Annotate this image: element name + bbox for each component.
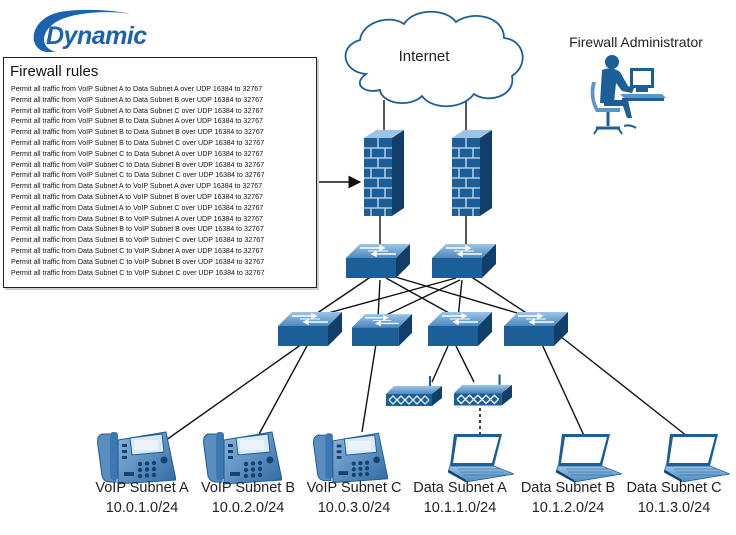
ip-phone-icon <box>203 431 282 485</box>
switch-icon <box>352 314 412 346</box>
rule-item: Permit all traffic from VoIP Subnet C to… <box>11 160 265 169</box>
rule-item: Permit all traffic from VoIP Subnet B to… <box>11 128 264 137</box>
subnet-network: 10.1.1.0/24 <box>423 500 497 516</box>
laptop-icon <box>448 434 514 482</box>
switch-icon <box>278 312 342 346</box>
wireless-access-point-icon <box>454 374 512 406</box>
rule-item: Permit all traffic from VoIP Subnet A to… <box>11 106 264 115</box>
subnet-network: 10.0.2.0/24 <box>211 500 285 516</box>
subnet-name: Data Subnet B <box>520 480 616 496</box>
ip-phone-icon <box>97 431 176 485</box>
logo-text: Dynamic <box>46 22 147 50</box>
rule-item: Permit all traffic from VoIP Subnet B to… <box>11 117 263 126</box>
subnet-name: VoIP Subnet A <box>95 480 189 496</box>
logo-swoosh-icon <box>33 9 130 52</box>
rule-item: Permit all traffic from Data Subnet A to… <box>11 192 263 201</box>
subnet-label-data-b: Data Subnet B 10.1.2.0/24 <box>508 478 628 518</box>
subnet-name: VoIP Subnet B <box>200 480 296 496</box>
ip-phone-icon <box>312 432 388 484</box>
administrator-label: Firewall Administrator <box>569 34 703 50</box>
rule-item: Permit all traffic from Data Subnet B to… <box>11 236 265 245</box>
subnet-name: VoIP Subnet C <box>306 480 402 496</box>
firewall-icon <box>364 130 404 216</box>
subnet-network: 10.0.1.0/24 <box>105 500 179 516</box>
internet-label: Internet <box>398 48 450 65</box>
rule-item: Permit all traffic from VoIP Subnet A to… <box>11 95 263 104</box>
switch-icon <box>504 312 568 346</box>
laptop-icon <box>664 434 730 482</box>
connection-lines <box>151 100 693 451</box>
rules-title: Firewall rules <box>10 63 99 80</box>
cloud-icon <box>344 10 524 108</box>
rule-item: Permit all traffic from Data Subnet A to… <box>11 203 264 212</box>
rule-item: Permit all traffic from Data Subnet A to… <box>11 182 263 191</box>
firewall-rules-panel: Firewall rules Permit all traffic from V… <box>3 57 317 288</box>
laptop-icon <box>556 434 622 482</box>
subnet-label-data-a: Data Subnet A 10.1.1.0/24 <box>400 478 520 518</box>
wireless-access-point-icon <box>386 376 442 406</box>
rule-item: Permit all traffic from VoIP Subnet B to… <box>11 138 265 147</box>
rule-item: Permit all traffic from Data Subnet C to… <box>11 257 265 266</box>
rule-item: Permit all traffic from Data Subnet B to… <box>11 214 263 223</box>
rules-list: Permit all traffic from VoIP Subnet A to… <box>11 84 265 278</box>
subnet-network: 10.1.3.0/24 <box>637 500 711 516</box>
rule-item: Permit all traffic from VoIP Subnet C to… <box>11 149 264 158</box>
switch-icon <box>346 244 410 278</box>
subnet-name: Data Subnet A <box>413 480 507 496</box>
rule-item: Permit all traffic from Data Subnet C to… <box>11 268 265 277</box>
rule-item: Permit all traffic from Data Subnet B to… <box>11 225 264 234</box>
subnet-label-voip-b: VoIP Subnet B 10.0.2.0/24 <box>188 478 308 518</box>
switch-icon <box>428 312 492 346</box>
rule-item: Permit all traffic from VoIP Subnet C to… <box>11 171 265 180</box>
subnet-label-voip-a: VoIP Subnet A 10.0.1.0/24 <box>82 478 202 518</box>
rule-item: Permit all traffic from Data Subnet C to… <box>11 246 264 255</box>
subnet-network: 10.1.2.0/24 <box>531 500 605 516</box>
rule-item: Permit all traffic from VoIP Subnet A to… <box>11 85 263 93</box>
subnet-label-data-c: Data Subnet C 10.1.3.0/24 <box>614 478 734 518</box>
subnet-network: 10.0.3.0/24 <box>317 500 391 516</box>
administrator-workstation-icon <box>590 55 666 135</box>
subnet-label-voip-c: VoIP Subnet C 10.0.3.0/24 <box>294 478 414 518</box>
firewall-icon <box>452 130 492 216</box>
subnet-name: Data Subnet C <box>626 480 722 496</box>
switch-icon <box>432 244 496 278</box>
